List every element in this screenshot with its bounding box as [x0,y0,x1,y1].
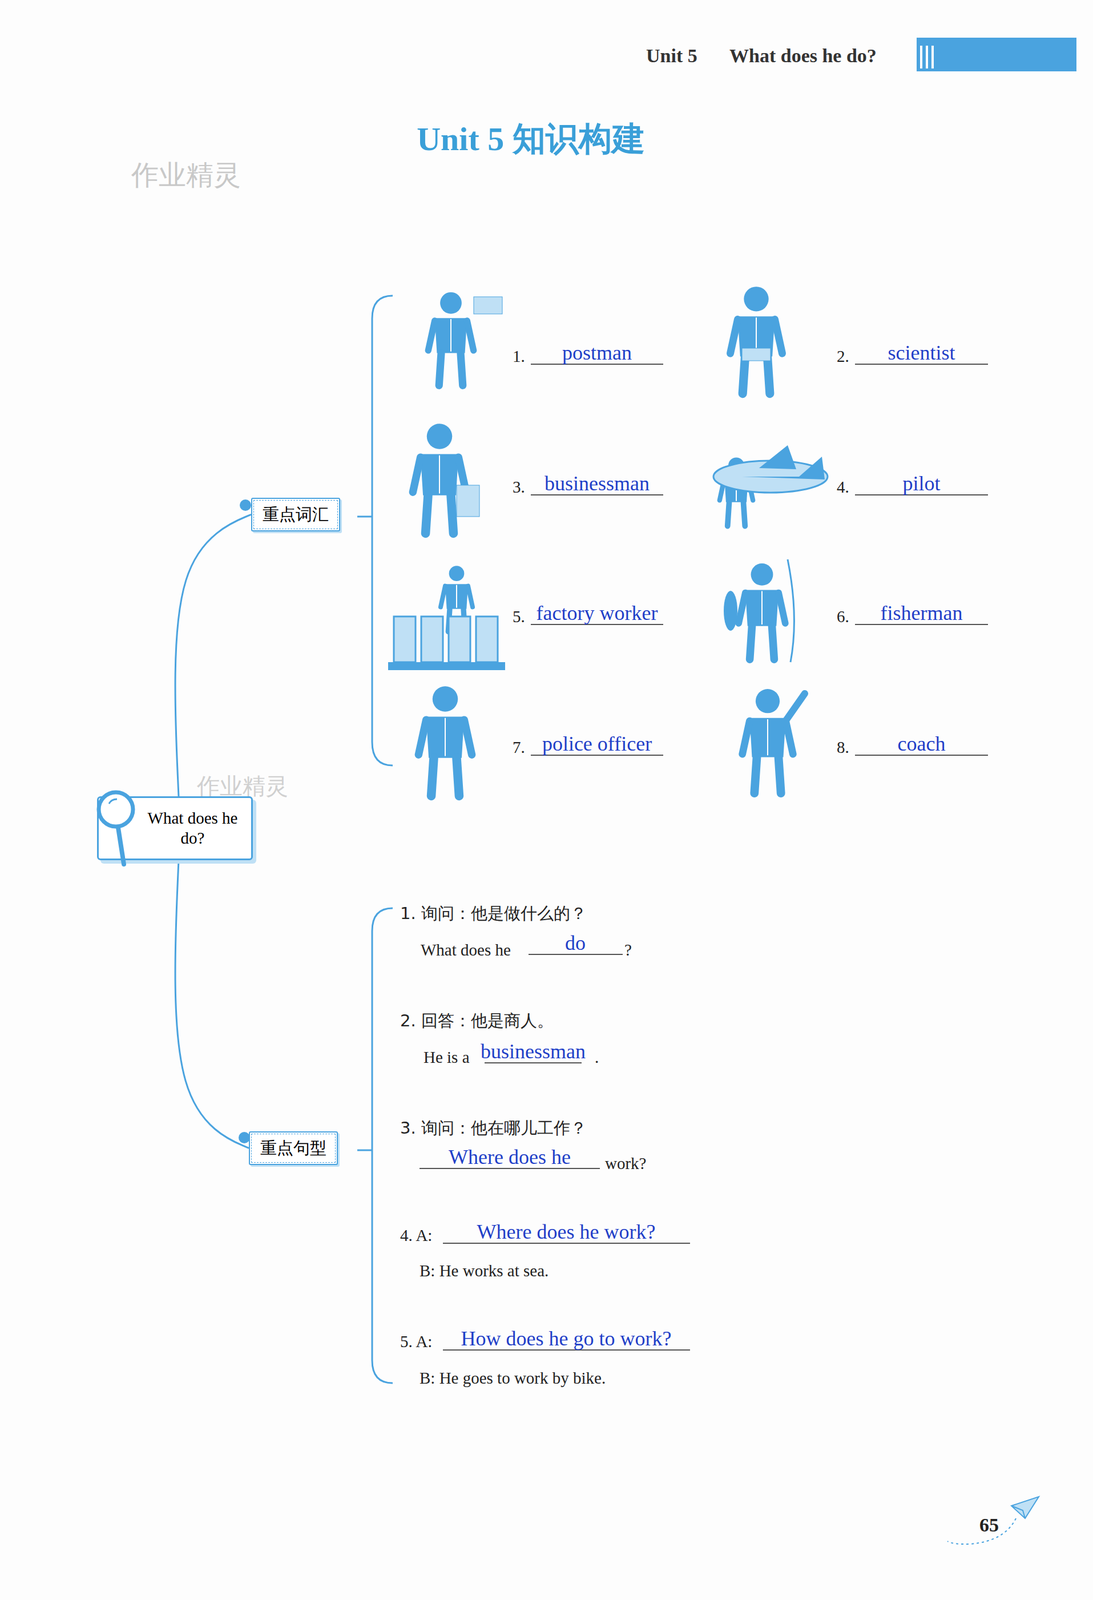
answer-text: Where does he work? [477,1220,656,1244]
sentence-text: What does he [420,940,511,960]
answer-text: Where does he [448,1145,571,1169]
branch-connector [175,514,252,797]
node-text: 重点词汇 [262,504,329,525]
item-number: 5. [512,607,526,627]
answer-text: factory worker [536,601,659,625]
sentence-text: work? [605,1154,647,1173]
answer-text: postman [562,341,632,365]
item-number: 8. [836,737,850,757]
item-number: 6. [836,607,850,627]
answer-text: do [565,931,586,955]
header-text: What does he do? [729,44,877,67]
header-stripes [921,45,933,69]
item-number: 2. [836,347,850,366]
answer-text: coach [897,732,946,756]
sentence-bracket [357,908,393,1383]
header-bar [916,37,1077,72]
watermark: 作业精灵 [196,772,289,800]
job-figure [723,559,794,663]
job-figure [742,688,805,794]
branch-node: 重点句型 [248,1131,338,1165]
node-text: What does he do? [143,808,243,849]
job-figure [412,423,480,534]
page-title: Unit 5 知识构建 [416,117,645,162]
question-prompt: 2. 回答：他是商人。 [400,1011,554,1031]
sentence-text: . [594,1047,599,1067]
item-number: 3. [512,477,526,497]
job-figure [713,445,828,527]
job-illustrations [388,286,828,796]
magnifier-icon [94,789,140,870]
item-number: 1. [512,347,526,366]
question-prompt: 1. 询问：他是做什么的？ [400,904,587,923]
paper-plane [1011,1496,1039,1519]
sentence-icon [238,1131,250,1144]
question-prompt: 3. 询问：他在哪儿工作？ [400,1118,587,1138]
answer-text: fisherman [880,601,963,625]
header-text: Unit 5 [646,44,698,67]
job-figure [388,565,506,671]
answer-text: police officer [542,732,652,756]
sentence-text: He is a [423,1047,470,1067]
job-figure [428,292,503,386]
vocab-icon [239,499,252,511]
branch-connector [175,860,249,1149]
job-figure [730,286,783,394]
sentence-text: ? [624,940,632,960]
answer-text: businessman [544,472,650,496]
vocab-bracket [357,295,393,766]
answer-text: How does he go to work? [461,1327,672,1351]
sentence-text: B: He goes to work by bike. [419,1368,606,1388]
sentence-text: 4. A: [400,1225,433,1245]
answer-text: businessman [480,1039,586,1064]
answer-text: scientist [888,341,956,365]
answer-text: pilot [902,472,941,496]
sentence-text: 5. A: [400,1332,433,1351]
watermark: 作业精灵 [131,159,241,191]
node-text: 重点句型 [260,1138,327,1159]
branch-node: 重点词汇 [251,497,341,532]
job-figure [418,686,472,796]
item-number: 4. [836,477,850,497]
answer-blanks [419,364,988,1350]
sentence-text: B: He works at sea. [419,1261,549,1281]
page-number: 65 [979,1513,999,1536]
item-number: 7. [512,737,526,757]
topic-node: What does he do? [97,796,253,861]
